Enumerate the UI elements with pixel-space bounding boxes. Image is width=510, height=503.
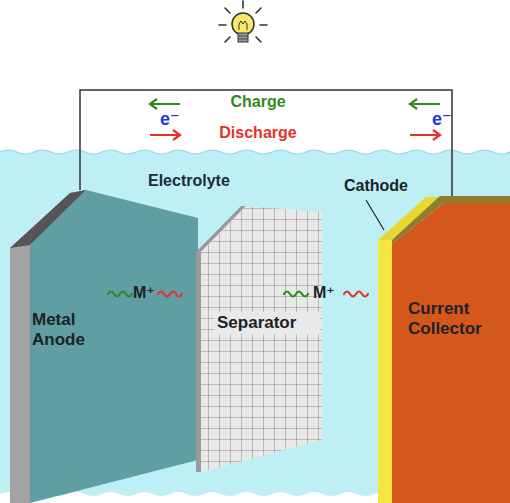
light-bulb [219,1,267,42]
discharge-label: Discharge [219,124,296,142]
separator-membrane: Separator [194,205,324,473]
plate-label: Current Collector [408,299,500,340]
plate-label: Metal Anode [32,310,122,351]
electron-symbol: e⁻ [432,110,452,130]
ion-wave-discharge [344,292,368,297]
charge-label: Charge [230,93,285,111]
electron-symbol: e⁻ [160,110,180,130]
plate-face [392,196,510,244]
electrolyte-surface [0,150,510,154]
plate-shape [374,196,510,503]
current-collector: Current Collector [374,196,510,503]
plate-face [378,240,392,503]
ion-symbol: M⁺ [133,284,155,302]
anode-plate: Metal Anode [10,190,200,503]
plate-face [30,190,198,503]
plate-face [201,206,322,472]
ion-wave-charge [108,292,132,297]
plate-face [10,190,86,248]
cathode-label: Cathode [344,177,408,195]
ion-wave-charge [284,292,308,297]
leader-line [366,200,384,230]
plate-label: Separator [214,312,320,334]
plate-face [392,203,510,503]
electrolyte-label: Electrolyte [148,172,230,190]
ion-wave-discharge [158,292,182,297]
external-wire [80,90,452,196]
plate-shape [194,205,324,473]
ion-symbol: M⁺ [313,284,335,302]
